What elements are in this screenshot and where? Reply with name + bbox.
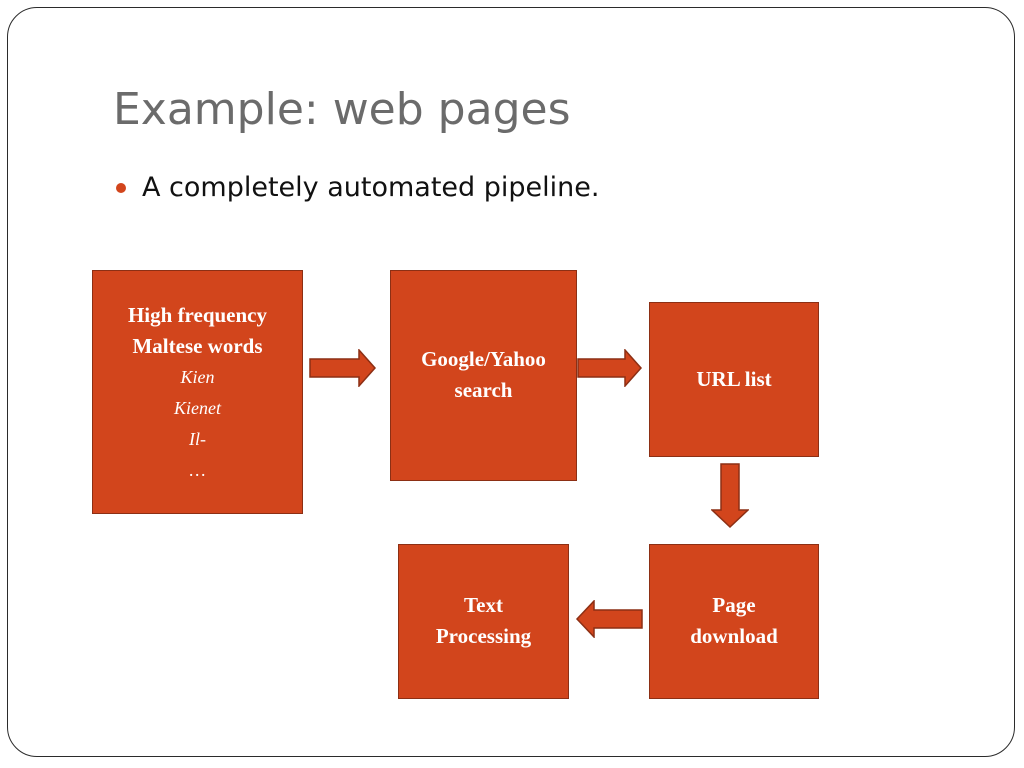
node-label-line2: download (690, 624, 778, 648)
node-high-frequency-words: High frequency Maltese words Kien Kienet… (92, 270, 303, 514)
example-word: Kien (180, 367, 215, 387)
arrow-down-icon (711, 463, 749, 529)
arrow-right-icon (577, 349, 643, 387)
node-label-line1: Page (712, 593, 756, 617)
slide-frame (7, 7, 1015, 757)
node-label-line2: Processing (435, 624, 532, 648)
node-label-line2: Maltese words (132, 334, 263, 358)
node-label-line1: Text (464, 593, 503, 617)
slide-title: Example: web pages (113, 84, 571, 135)
node-text-processing: Text Processing (398, 544, 569, 699)
example-word: … (189, 460, 206, 480)
arrow-right-icon (309, 349, 377, 387)
node-label-line2: search (454, 378, 513, 402)
node-label-line1: High frequency (127, 303, 268, 327)
bullet-dot-icon (116, 182, 126, 193)
example-word: Il- (189, 429, 206, 449)
bullet-text: A completely automated pipeline. (142, 172, 600, 203)
bullet-item: A completely automated pipeline. (116, 172, 599, 203)
node-label-line1: URL list (696, 367, 772, 391)
example-word: Kienet (174, 398, 221, 418)
node-label-line1: Google/Yahoo (421, 347, 546, 371)
arrow-left-icon (575, 600, 643, 638)
node-page-download: Page download (649, 544, 819, 699)
node-url-list: URL list (649, 302, 819, 457)
node-search: Google/Yahoo search (390, 270, 577, 481)
